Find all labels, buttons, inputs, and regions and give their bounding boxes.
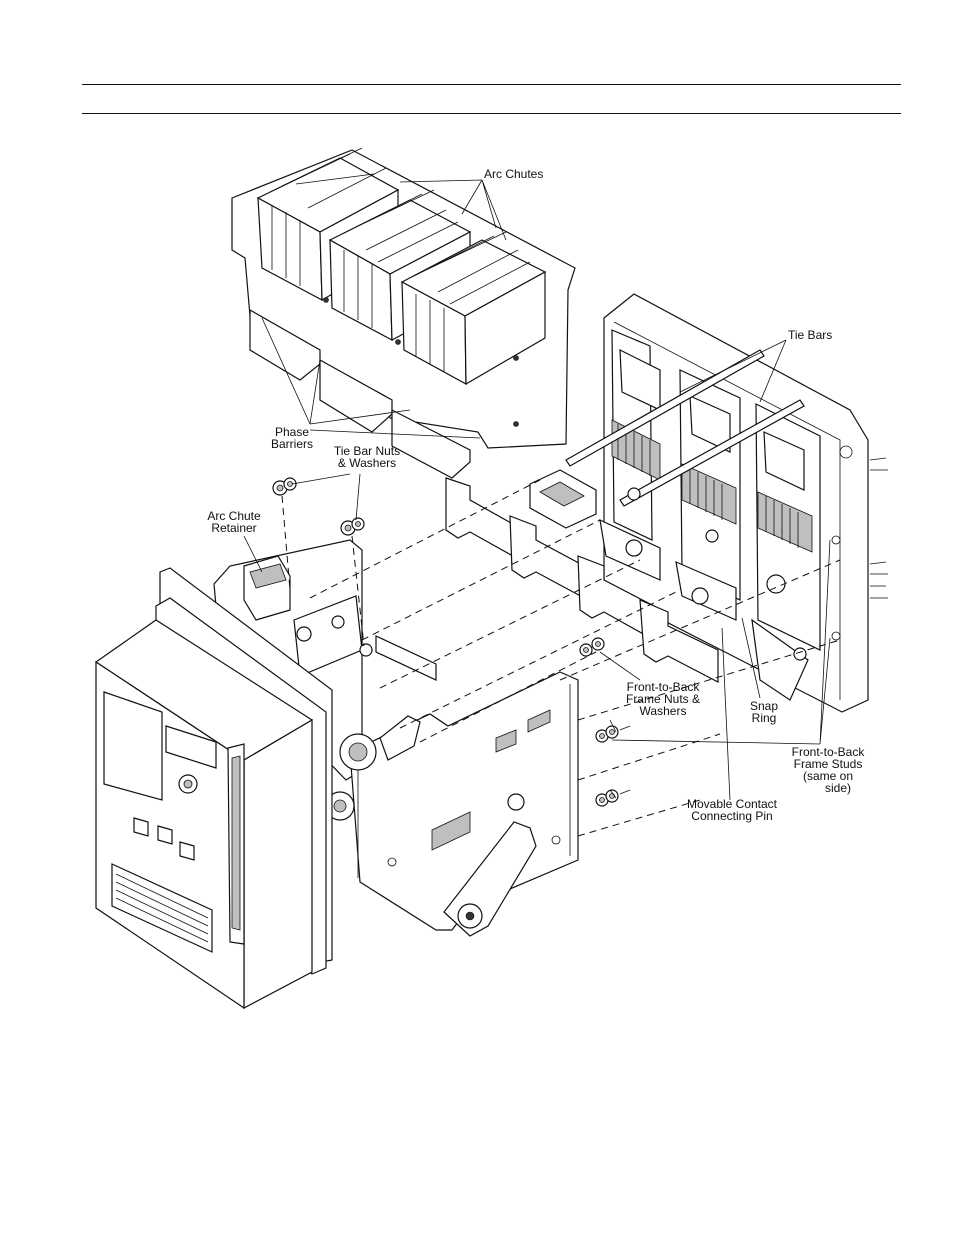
label-phase-barriers-line2: Barriers xyxy=(270,437,313,451)
header-rule-top xyxy=(82,84,901,85)
label-snap-ring-line1: Snap xyxy=(749,699,779,713)
label-tie-bar-nuts-line1: Tie Bar Nuts xyxy=(333,444,401,458)
hardware-nuts xyxy=(272,477,631,807)
arc-chutes-assembly xyxy=(231,147,576,479)
rear-base-assembly xyxy=(529,293,888,713)
label-ftb-nuts-line1: Front-to-Back xyxy=(626,680,700,694)
label-arc-chute-retainer: Arc Chute Retainer xyxy=(198,510,270,534)
label-tie-bar-nuts-line2: & Washers xyxy=(337,456,397,470)
label-phase-barriers: Phase Barriers xyxy=(262,426,322,450)
label-movable-pin-line1: Movable Contact xyxy=(686,797,778,811)
label-ftb-studs-line3: (same on xyxy=(802,769,854,783)
label-tie-bar-nuts: Tie Bar Nuts & Washers xyxy=(326,445,408,469)
label-movable-pin-line2: Connecting Pin xyxy=(691,809,773,823)
label-ftb-nuts-line3: Washers xyxy=(639,704,687,718)
label-ftb-studs-line2: Frame Studs xyxy=(793,757,863,771)
label-arc-chutes: Arc Chutes xyxy=(484,167,544,181)
front-cover-assembly xyxy=(94,567,333,1010)
label-arc-chute-retainer-line2: Retainer xyxy=(211,521,257,535)
label-arc-chute-retainer-line1: Arc Chute xyxy=(207,509,261,523)
label-snap-ring: Snap Ring xyxy=(744,700,784,724)
header-rule-bottom xyxy=(82,113,901,114)
leader-lines xyxy=(243,179,831,801)
front-side-plate xyxy=(325,671,579,937)
label-movable-contact-pin: Movable Contact Connecting Pin xyxy=(676,798,788,822)
label-ftb-studs-line4: side) xyxy=(824,781,851,795)
label-snap-ring-line2: Ring xyxy=(751,711,777,725)
middle-barrier-sheets xyxy=(445,477,719,683)
label-front-to-back-nuts: Front-to-Back Frame Nuts & Washers xyxy=(616,681,710,717)
label-tie-bars: Tie Bars xyxy=(788,328,833,342)
label-ftb-studs-line1: Front-to-Back xyxy=(791,745,865,759)
label-front-to-back-studs: Front-to-Back Frame Studs (same on side) xyxy=(782,746,874,794)
label-phase-barriers-line1: Phase xyxy=(274,425,310,439)
label-ftb-nuts-line2: Frame Nuts & xyxy=(625,692,700,706)
assembly-dashed-lines xyxy=(281,479,841,837)
